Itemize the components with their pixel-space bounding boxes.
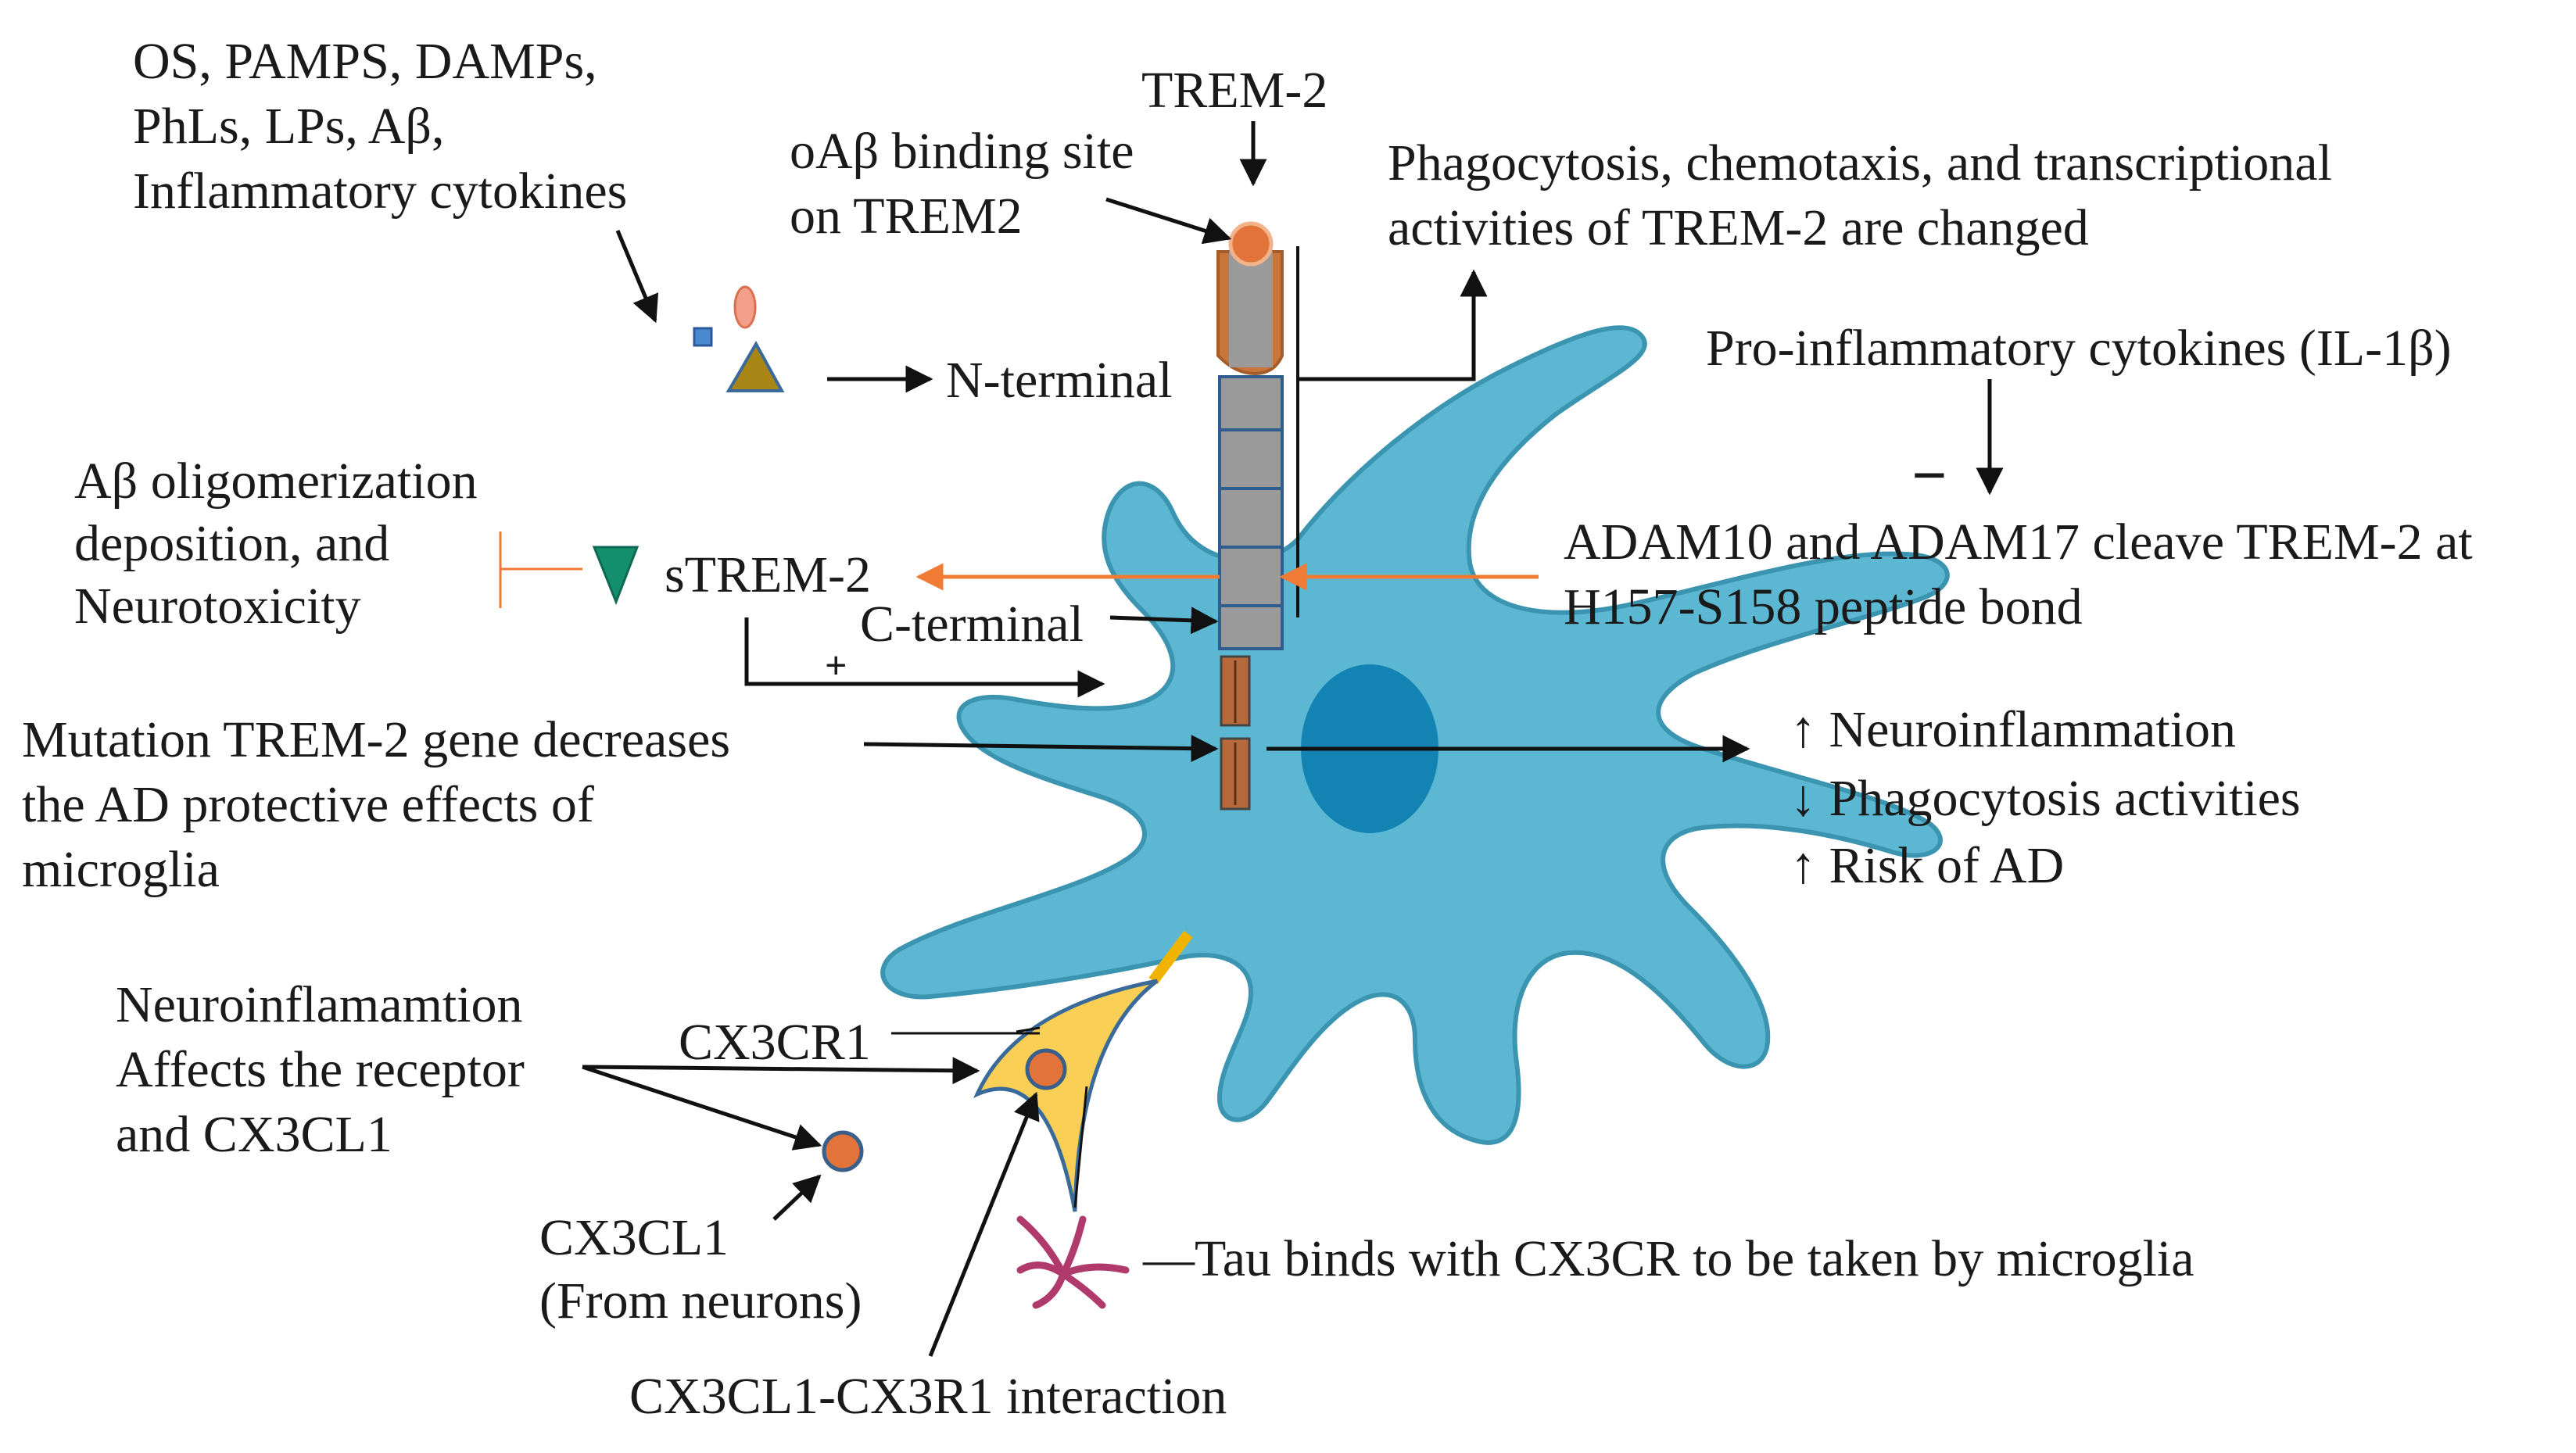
arrow-neuroinf-cx3cl1 <box>582 1065 822 1151</box>
arrow-cx3cl1-label <box>772 1174 822 1221</box>
pro-inflammatory-label: Pro-inflammatory cytokines (IL-1β) <box>1706 320 2452 377</box>
receptor-segment <box>1218 546 1284 607</box>
ligand-triangle <box>726 340 785 392</box>
connector-tau <box>1073 1086 1088 1208</box>
minus-sign: − <box>1911 442 1947 510</box>
arrow-neuroinf-cx3cr1 <box>582 1057 980 1085</box>
receptor-segment <box>1218 604 1284 650</box>
cx3cl1-free <box>822 1130 864 1172</box>
neuroinflammation-label: Affects the receptor <box>116 1041 525 1098</box>
ligands-label: PhLs, LPs, Aβ, <box>133 98 445 155</box>
arrow-binding-site <box>1105 197 1232 245</box>
neuroinflammation-label: and CX3CL1 <box>116 1106 392 1163</box>
receptor-segment <box>1218 428 1284 490</box>
abeta-label: Neurotoxicity <box>74 578 361 635</box>
mutation-label: the AD protective effects of <box>22 776 594 833</box>
cx3cl1-bound <box>1025 1048 1067 1090</box>
receptor-segment <box>1218 375 1284 431</box>
from-neurons-label: (From neurons) <box>539 1272 862 1330</box>
n-terminal-label: N-terminal <box>946 352 1173 409</box>
ligand-square <box>693 327 713 347</box>
interaction-label: CX3CL1-CX3R1 interaction <box>629 1368 1227 1425</box>
tau-protein <box>1016 1215 1130 1309</box>
cx3cr1-label: CX3CR1 <box>679 1014 871 1071</box>
oabeta-ligand <box>1228 221 1274 267</box>
phagocytosis-label: activities of TREM-2 are changed <box>1388 199 2089 256</box>
adam-label: ADAM10 and ADAM17 cleave TREM-2 at <box>1564 514 2473 571</box>
effect-neuroinflammation: ↑ Neuroinflammation <box>1790 701 2236 758</box>
trem2-receptor <box>1216 221 1299 811</box>
neuroinflammation-label: Neuroinflamamtion <box>116 976 523 1033</box>
arrow-strem2-to-cell <box>744 617 1105 698</box>
mutation-label: microglia <box>22 841 220 898</box>
cx3cr1-crescent <box>973 979 1159 1212</box>
connectors <box>582 121 2004 1357</box>
arrow-mutation <box>863 735 1219 763</box>
tau-binds-label: —Tau binds with CX3CR to be taken by mic… <box>1142 1230 2194 1287</box>
cx3cl1-label: CX3CL1 <box>539 1209 729 1266</box>
abeta-label: deposition, and <box>74 515 389 572</box>
trem2-title: TREM-2 <box>1141 62 1327 119</box>
ligands-label: Inflammatory cytokines <box>133 163 627 220</box>
mutation-label: Mutation TREM-2 gene decreases <box>22 711 730 768</box>
receptor-segment <box>1218 487 1284 549</box>
strem2-triangle <box>592 546 640 606</box>
effect-phagocytosis: ↓ Phagocytosis activities <box>1790 770 2301 827</box>
adam-label: H157-S158 peptide bond <box>1564 578 2083 635</box>
effect-risk-ad: ↑ Risk of AD <box>1790 837 2064 894</box>
strem2-label: sTREM-2 <box>665 546 871 603</box>
text-labels: TREM-2 OS, PAMPS, DAMPs, PhLs, LPs, Aβ, … <box>22 33 2473 1425</box>
phagocytosis-label: Phagocytosis, chemotaxis, and transcript… <box>1388 134 2332 191</box>
arrow-c-terminal <box>1109 607 1219 635</box>
abeta-label: Aβ oligomerization <box>74 453 478 510</box>
arrow-phagocytosis <box>1298 269 1488 381</box>
cleavage-arrows <box>499 531 1539 608</box>
arrow-ligands <box>615 230 659 324</box>
arrow-interaction <box>928 1091 1040 1357</box>
binding-site-label: on TREM2 <box>790 188 1023 245</box>
ligands-label: OS, PAMPS, DAMPs, <box>133 33 597 90</box>
c-terminal-label: C-terminal <box>860 596 1084 653</box>
plus-sign: + <box>825 643 847 687</box>
ligand-shapes <box>693 285 785 392</box>
ligand-oval <box>733 285 757 329</box>
binding-site-label: oAβ binding site <box>790 123 1134 180</box>
cx3cr1-receptor <box>973 930 1193 1212</box>
